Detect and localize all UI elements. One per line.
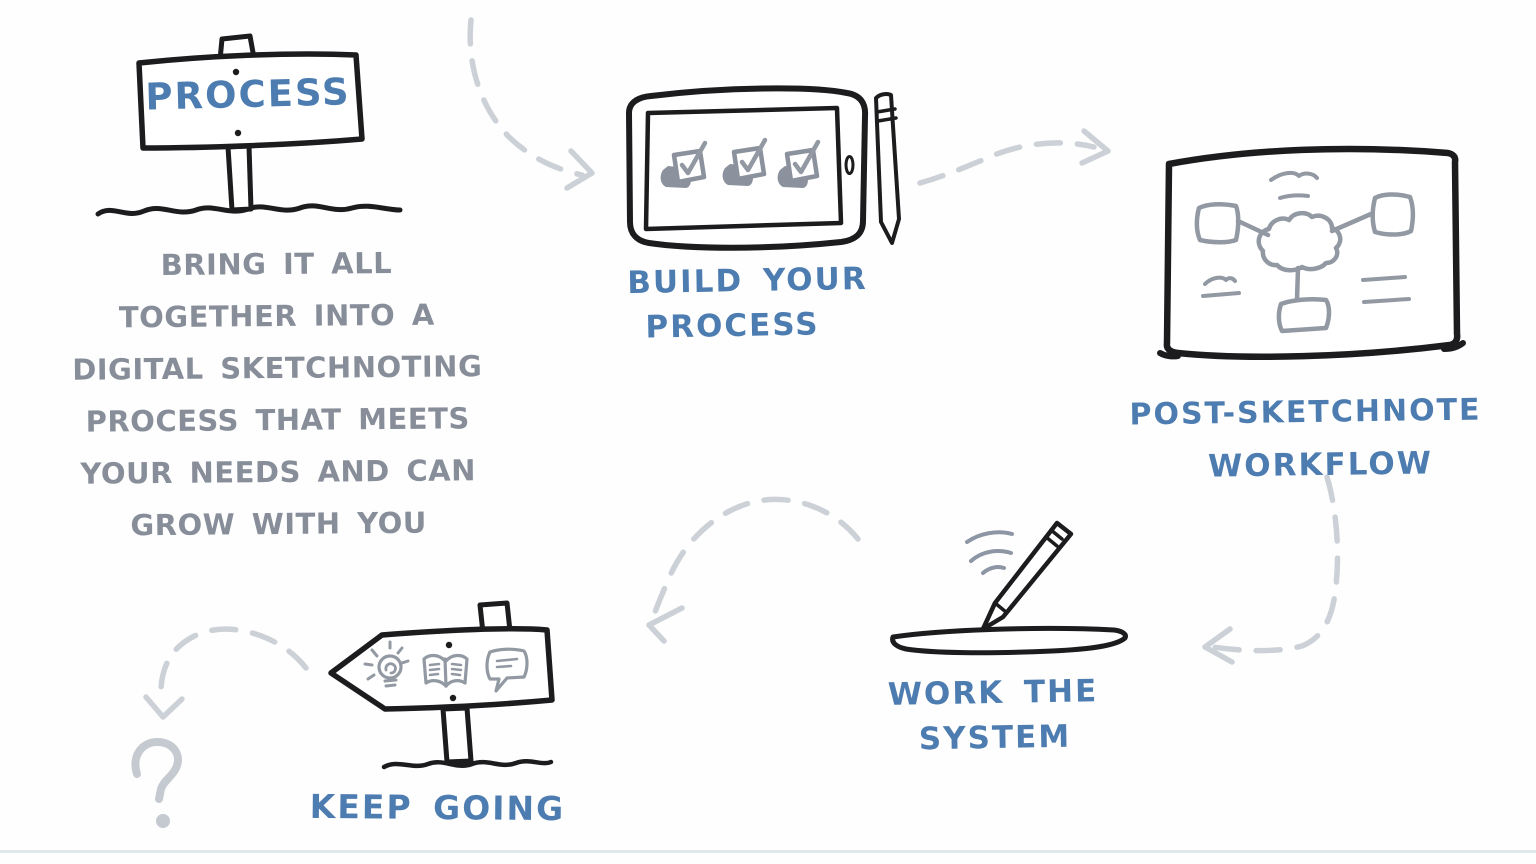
note-line: BRING IT ALL bbox=[160, 245, 393, 283]
note-line: DIGITAL SKETCHNOTING bbox=[72, 349, 483, 387]
checked-checkbox-icon bbox=[722, 137, 768, 186]
lightbulb-icon bbox=[363, 640, 410, 688]
work-system-label-line1: WORK THE bbox=[887, 673, 1099, 713]
mindmap-sketch bbox=[1194, 170, 1416, 334]
open-book-icon bbox=[422, 653, 469, 688]
whiteboard-mindmap-icon bbox=[1157, 145, 1466, 360]
note-line: TOGETHER INTO A bbox=[118, 297, 435, 335]
note-line: YOUR NEEDS AND CAN bbox=[80, 453, 477, 491]
checked-checkbox-icon bbox=[777, 139, 821, 188]
question-mark-icon bbox=[131, 738, 182, 828]
motion-lines-icon bbox=[965, 530, 1014, 575]
build-process-label-line1: BUILD YOUR bbox=[627, 260, 868, 302]
stylus-icon bbox=[874, 92, 901, 245]
arrow-workflow-to-work bbox=[1202, 474, 1341, 665]
post-sketchnote-label-line1: POST-SKETCHNOTE bbox=[1129, 392, 1482, 433]
direction-sign-icon bbox=[328, 600, 555, 770]
arrow-keep-to-question bbox=[143, 626, 309, 720]
note-line: PROCESS THAT MEETS bbox=[85, 401, 470, 439]
process-sign-label: PROCESS bbox=[144, 70, 352, 119]
footer-line bbox=[0, 850, 1536, 853]
pencil-icon bbox=[890, 520, 1128, 656]
note-line: GROW WITH YOU bbox=[130, 505, 428, 543]
speech-bubble-icon bbox=[485, 647, 529, 693]
arrow-start-to-build bbox=[467, 17, 595, 191]
build-process-label-line2: PROCESS bbox=[645, 306, 820, 346]
checked-checkbox-icon bbox=[660, 140, 708, 188]
post-sketchnote-label-line2: WORKFLOW bbox=[1207, 445, 1434, 485]
work-system-label-line2: SYSTEM bbox=[918, 718, 1072, 758]
arrow-build-to-workflow bbox=[917, 128, 1111, 186]
keep-going-label: KEEP GOING bbox=[309, 786, 566, 829]
intro-note: BRING IT ALL TOGETHER INTO A DIGITAL SKE… bbox=[54, 236, 502, 552]
home-button-icon bbox=[844, 155, 855, 175]
arrow-work-to-keep bbox=[646, 496, 861, 644]
signpost-icon bbox=[95, 33, 403, 217]
